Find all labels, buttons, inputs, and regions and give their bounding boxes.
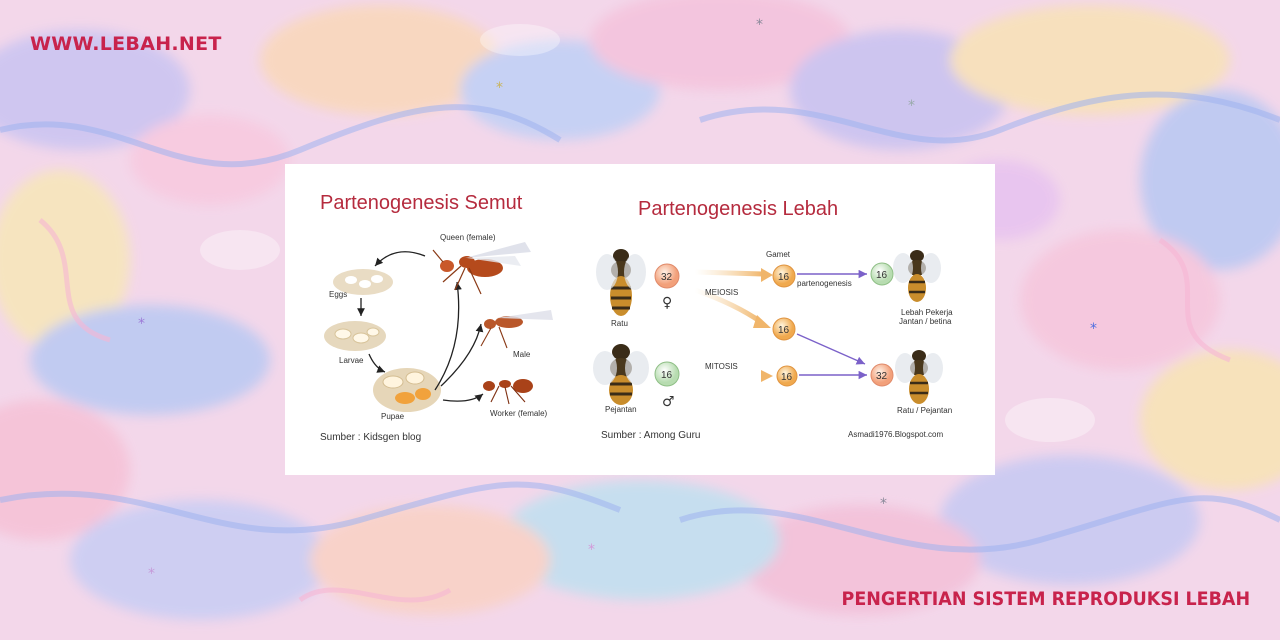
female-symbol: ♀ (662, 295, 672, 311)
label-larvae: Larvae (339, 356, 364, 365)
gamete-1: 16 (778, 272, 790, 283)
pupae-illustration (373, 368, 441, 412)
label-pejantan: Pejantan (605, 405, 637, 414)
ant-diagram-source: Sumber : Kidsgen blog (320, 432, 421, 443)
gamete-3: 16 (781, 372, 793, 383)
male-ant-illustration (480, 310, 553, 349)
label-ratu: Ratu (611, 319, 628, 328)
bee-diagram-title: Partenogenesis Lebah (638, 198, 838, 220)
site-brand[interactable]: WWW.LEBAH.NET (30, 33, 222, 55)
svg-text:*: * (148, 566, 155, 582)
worker-bee-illustration (893, 250, 941, 302)
label-pupae: Pupae (381, 412, 405, 421)
queen-ant-illustration (432, 242, 531, 295)
svg-text:*: * (1090, 321, 1097, 337)
bee-diagram-source: Sumber : Among Guru (601, 430, 701, 441)
label-ratu-pejantan: Ratu / Pejantan (897, 406, 952, 415)
label-partenogenesis: partenogenesis (797, 279, 852, 288)
queen-bee-illustration (596, 249, 646, 316)
label-male: Male (513, 350, 531, 359)
larvae-illustration (324, 321, 386, 351)
worker-ant-illustration (483, 379, 533, 405)
label-worker: Worker (female) (490, 409, 548, 418)
fertilization-arrows (796, 269, 867, 380)
pejantan-chromosome: 16 (661, 370, 673, 381)
figure-card: Partenogenesis Semut Eggs Larvae Pupae (285, 164, 995, 475)
svg-text:*: * (496, 80, 503, 96)
label-meiosis: MEIOSIS (705, 288, 738, 297)
svg-text:*: * (138, 316, 145, 332)
svg-text:*: * (908, 98, 915, 114)
worker-chromosome: 16 (876, 270, 888, 281)
zygote-chromosome: 32 (876, 371, 888, 382)
label-pekerja-1: Lebah Pekerja (901, 308, 953, 317)
article-title: PENGERTIAN SISTEM REPRODUKSI LEBAH (841, 588, 1250, 610)
label-eggs: Eggs (329, 290, 347, 299)
result-bee-illustration (895, 350, 943, 404)
division-arrows (694, 268, 773, 382)
label-pekerja-2: Jantan / betina (899, 317, 952, 326)
ratu-chromosome: 32 (661, 272, 673, 283)
bee-diagram-credit: Asmadi1976.Blogspot.com (848, 430, 944, 439)
svg-text:*: * (880, 496, 887, 512)
eggs-illustration (333, 269, 393, 295)
drone-bee-illustration (593, 344, 649, 405)
lifecycle-arrows (357, 251, 484, 402)
ant-diagram-title: Partenogenesis Semut (320, 192, 523, 214)
label-gamet: Gamet (766, 250, 791, 259)
gamete-2: 16 (778, 325, 790, 336)
svg-text:*: * (588, 542, 595, 558)
label-mitosis: MITOSIS (705, 362, 738, 371)
parthenogenesis-diagram: Partenogenesis Semut Eggs Larvae Pupae (320, 192, 953, 443)
svg-text:*: * (756, 17, 763, 33)
label-queen: Queen (female) (440, 233, 496, 242)
male-symbol: ♂ (662, 394, 675, 410)
